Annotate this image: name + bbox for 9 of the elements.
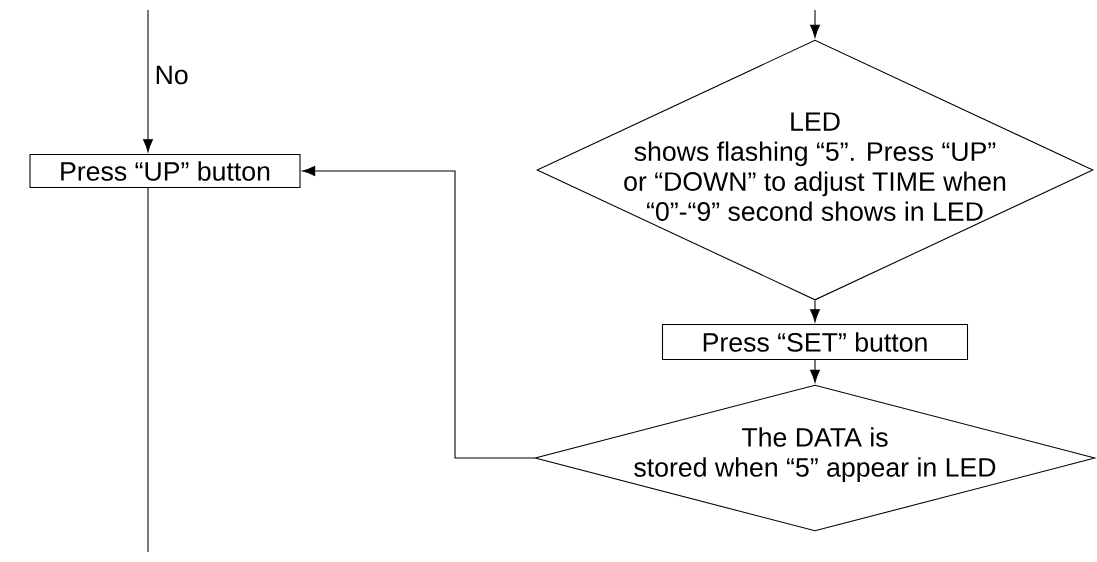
edge-label: No xyxy=(153,64,190,86)
arrow xyxy=(302,166,535,459)
process-box: Press “UP” button xyxy=(29,153,301,189)
arrow xyxy=(143,9,153,153)
process-box: Press “SET” button xyxy=(661,323,969,361)
arrow xyxy=(810,300,820,323)
arrow xyxy=(810,359,820,383)
flow-line xyxy=(147,187,149,553)
arrow xyxy=(810,9,820,38)
